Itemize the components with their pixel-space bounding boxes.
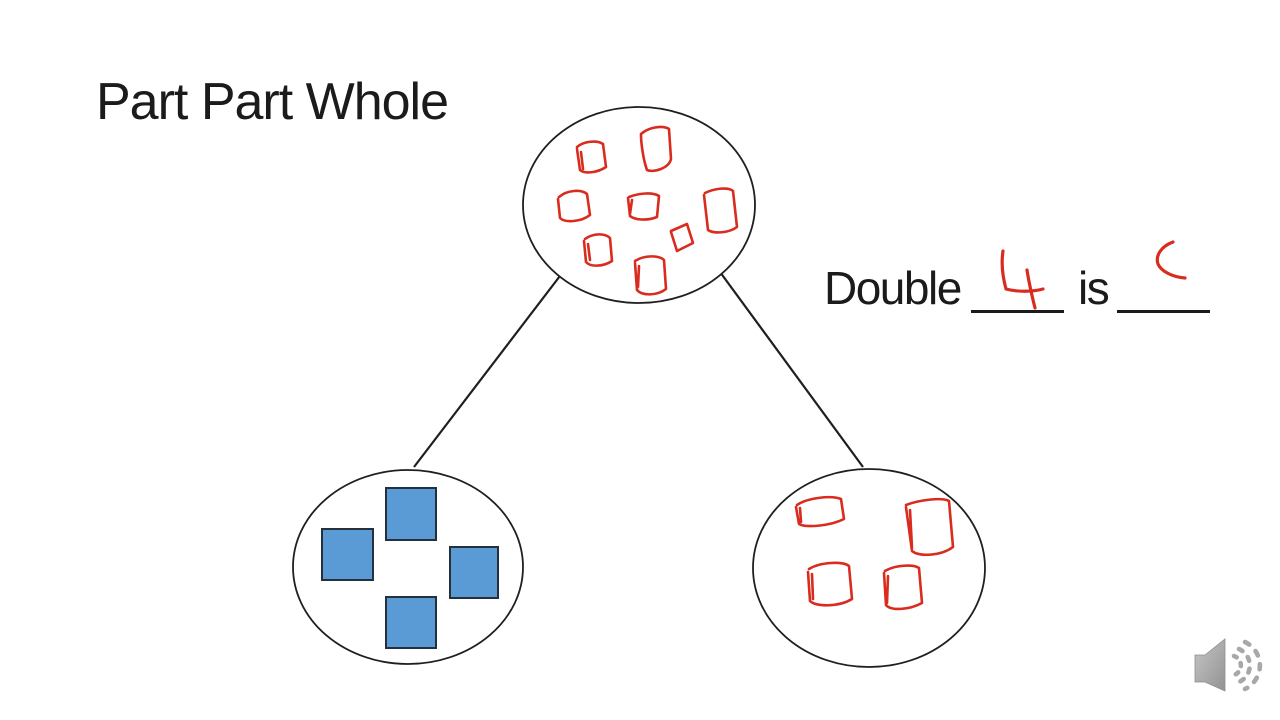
whole-circle — [522, 106, 756, 304]
sound-wave-inner — [1231, 653, 1244, 678]
handdrawn-square — [882, 564, 924, 611]
right-part-circle — [752, 468, 986, 668]
blue-square — [321, 528, 374, 581]
sentence-word-double: Double — [824, 262, 962, 314]
handdrawn-square — [904, 497, 955, 557]
handdrawn-square — [556, 189, 592, 223]
left-part-circle — [292, 469, 524, 665]
handwritten-partial-stroke — [1155, 240, 1187, 280]
speaker-icon[interactable] — [1188, 630, 1264, 706]
blue-square — [385, 487, 437, 541]
handwritten-answer-4 — [1000, 249, 1045, 310]
handwritten-4-stroke-2 — [1025, 268, 1037, 310]
page-title: Part Part Whole — [96, 73, 449, 131]
handdrawn-square — [575, 140, 608, 174]
handdrawn-square — [806, 561, 854, 607]
whole-circle-red-squares — [556, 125, 739, 296]
blue-square — [385, 596, 437, 649]
sound-wave-middle — [1236, 646, 1253, 685]
speaker-body — [1194, 638, 1226, 692]
right-part-red-squares — [794, 495, 955, 611]
audio-control[interactable] — [1188, 630, 1264, 706]
sound-wave-outer — [1242, 639, 1263, 692]
blue-square — [449, 546, 499, 599]
handdrawn-square — [582, 233, 614, 267]
handdrawn-square — [626, 192, 661, 221]
handdrawn-square — [669, 222, 695, 253]
sentence-word-is: is — [1078, 262, 1110, 314]
connector-line-right — [719, 271, 864, 468]
right-part-circle-outline — [752, 468, 986, 668]
left-part-circle-outline — [292, 469, 524, 665]
handdrawn-square — [702, 187, 739, 234]
handdrawn-square — [633, 255, 668, 296]
handwritten-4-stroke-1 — [1000, 249, 1045, 293]
handdrawn-square — [639, 125, 673, 173]
connector-line-left — [413, 271, 564, 468]
left-part-blue-squares — [321, 487, 499, 649]
handdrawn-square — [794, 495, 846, 528]
